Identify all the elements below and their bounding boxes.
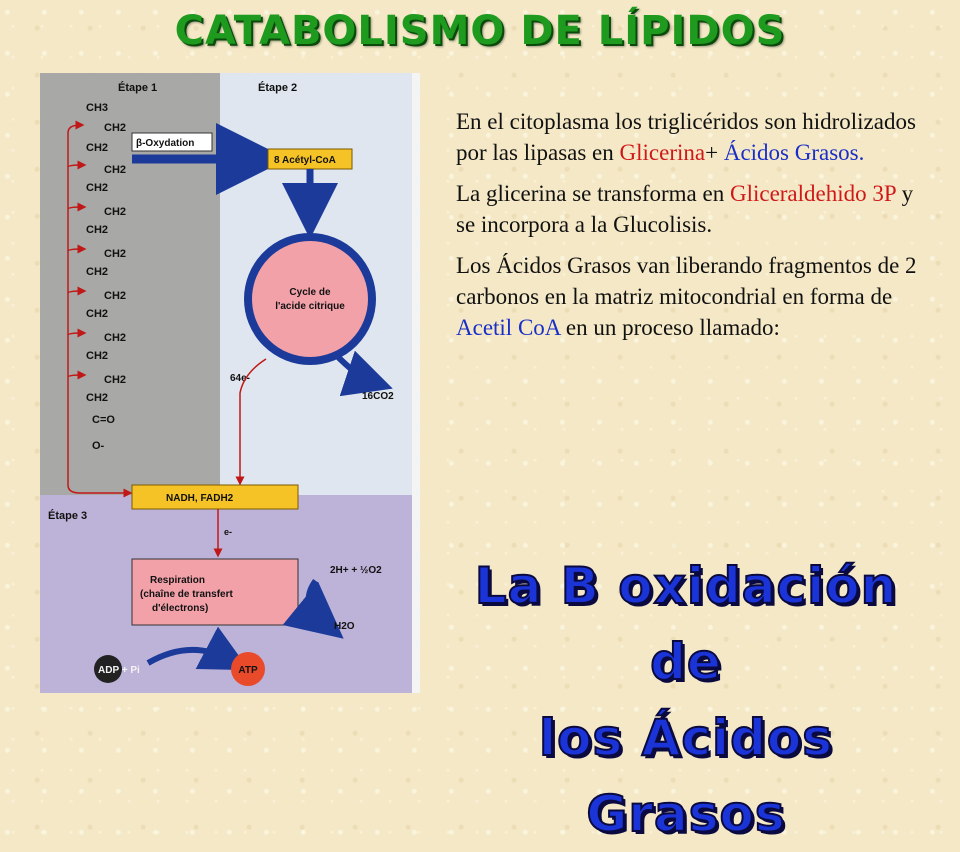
ch2-label-10: CH2 [86, 308, 108, 320]
adp-circle [94, 655, 122, 683]
paragraph-hydrolysis: En el citoplasma los triglicéridos son h… [456, 109, 916, 165]
explanation-text: En el citoplasma los triglicéridos son h… [456, 106, 926, 353]
ch2-label-9: CH2 [104, 290, 126, 302]
acetyl-coa-label: 8 Acétyl-CoA [274, 155, 336, 166]
paragraph-glycerol: La glicerina se transforma en Gliceralde… [456, 181, 914, 237]
stage1-label: Étape 1 [118, 81, 157, 94]
slide-title: CATABOLISMO DE LÍPIDOS [174, 8, 786, 54]
ch2-label-14: CH2 [86, 392, 108, 404]
respiration-line3: d'électrons) [152, 603, 208, 614]
ch2-label-3: CH2 [104, 164, 126, 176]
beta-oxidation-box [131, 132, 213, 152]
beta-oxidation-heading: La B oxidación de los Ácidos Grasos [446, 548, 926, 852]
atp-label: ATP [238, 665, 258, 676]
cycle-label-line2: l'acide citrique [275, 301, 345, 312]
nadh-box [131, 484, 299, 510]
ch2-label-5: CH2 [104, 206, 126, 218]
ch2-label-6: CH2 [86, 224, 108, 236]
oxide-label: O- [92, 440, 105, 452]
stage2-label: Étape 2 [258, 81, 297, 94]
ch2-label-4: CH2 [86, 182, 108, 194]
cleavage-arrows [67, 120, 133, 498]
fatty-acid-chain: CH3 CH2 CH2 CH2 CH2 CH2 CH2 CH2 CH2 CH2 … [86, 102, 126, 452]
fatty-acids-term: Ácidos Grasos. [723, 140, 865, 165]
ch2-label-12: CH2 [86, 350, 108, 362]
heading-line1: La B oxidación de [474, 556, 898, 692]
glycerol-term: Glicerina [619, 140, 706, 165]
electrons-64-label: 64e- [230, 373, 250, 384]
paragraph-fatty-acids: Los Ácidos Grasos van liberando fragment… [456, 253, 917, 340]
ch2-label-11: CH2 [104, 332, 126, 344]
ch2-label-2: CH2 [86, 142, 108, 154]
ch2-label-8: CH2 [86, 266, 108, 278]
nadh-label: NADH, FADH2 [166, 493, 234, 504]
ch2-label-7: CH2 [104, 248, 126, 260]
acetyl-coa-term: Acetil CoA [456, 315, 561, 340]
lipid-catabolism-diagram: Étape 1 Étape 2 Étape 3 CH3 CH2 CH2 CH2 … [40, 73, 420, 693]
cycle-label-line1: Cycle de [289, 287, 331, 298]
electron-label: e- [224, 527, 232, 537]
stage3-label: Étape 3 [48, 509, 87, 522]
respiration-line1: Respiration [150, 575, 205, 586]
glyceraldehyde-term: Gliceraldehido 3P [729, 181, 896, 206]
oxygen-label: 2H+ + ½O2 [330, 565, 382, 576]
heading-line2: los Ácidos Grasos [538, 708, 834, 844]
atp-circle [231, 652, 265, 686]
water-label: H2O [334, 621, 355, 632]
beta-oxidation-label: β-Oxydation [136, 138, 194, 149]
ch3-label: CH3 [86, 102, 108, 114]
ch2-label-13: CH2 [104, 374, 126, 386]
carbonyl-label: C=O [92, 414, 115, 426]
co2-label: 16CO2 [362, 391, 394, 402]
citric-acid-cycle [244, 233, 376, 365]
ch2-label-1: CH2 [104, 122, 126, 134]
respiration-line2: (chaîne de transfert [140, 589, 233, 600]
adp-label: ADP + Pi [98, 665, 140, 676]
